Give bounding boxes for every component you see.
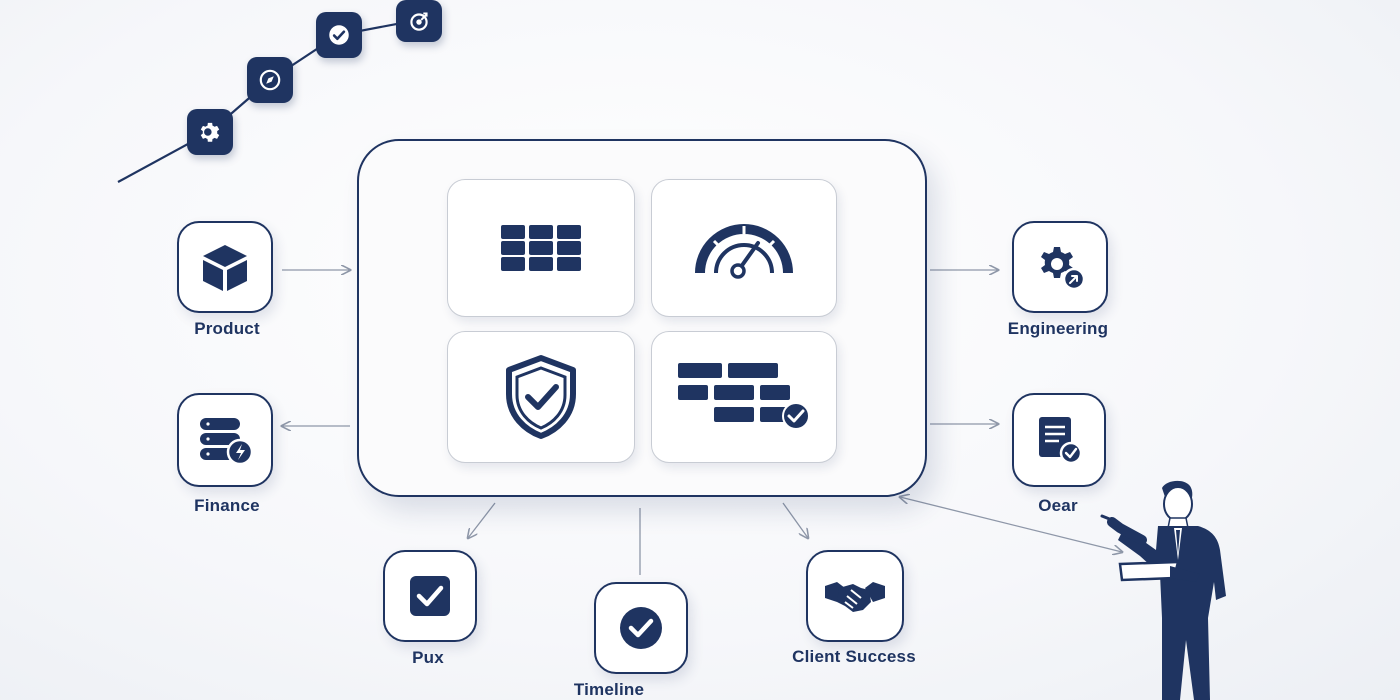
connector-client-success bbox=[782, 502, 808, 538]
presenter-arm-pointing bbox=[1107, 517, 1147, 545]
step-target bbox=[396, 0, 442, 42]
document-check-icon bbox=[1039, 417, 1083, 465]
brick-wall-check-icon bbox=[678, 363, 810, 430]
gear-badge-icon bbox=[1041, 247, 1086, 291]
node-engineering[interactable] bbox=[1012, 221, 1108, 313]
gear-icon bbox=[200, 122, 220, 142]
step-gear bbox=[187, 109, 233, 155]
node-timeline[interactable] bbox=[594, 582, 688, 674]
target-icon bbox=[410, 12, 428, 31]
shield-check-icon bbox=[506, 355, 576, 439]
label-oear: Oear bbox=[1038, 496, 1078, 515]
hub-tile-brick-wall[interactable] bbox=[651, 331, 837, 463]
connector-presenter bbox=[900, 497, 1122, 552]
hub-tile-grid[interactable] bbox=[447, 179, 635, 317]
connector-pux bbox=[468, 502, 496, 538]
hub-panel bbox=[357, 139, 927, 497]
node-oear[interactable] bbox=[1012, 393, 1106, 487]
hub-tile-shield[interactable] bbox=[447, 331, 635, 463]
check-icon bbox=[329, 25, 349, 45]
label-finance: Finance bbox=[194, 496, 260, 515]
database-bolt-icon bbox=[200, 418, 254, 466]
step-check bbox=[316, 12, 362, 58]
node-client-success[interactable] bbox=[806, 550, 904, 642]
label-pux: Pux bbox=[412, 648, 444, 667]
node-finance[interactable] bbox=[177, 393, 273, 487]
presenter-head bbox=[1163, 486, 1193, 522]
presenter-figure bbox=[1100, 480, 1226, 700]
label-timeline: Timeline bbox=[573, 680, 645, 699]
hub-tile-speedometer[interactable] bbox=[651, 179, 837, 317]
handshake-icon bbox=[825, 582, 885, 612]
node-pux[interactable] bbox=[383, 550, 477, 642]
presenter-tablet bbox=[1118, 560, 1180, 582]
grid-icon bbox=[501, 225, 581, 271]
node-product[interactable] bbox=[177, 221, 273, 313]
step-compass bbox=[247, 57, 293, 103]
check-circle-icon bbox=[620, 607, 662, 649]
label-engineering: Engineering bbox=[1007, 319, 1109, 338]
compass-icon bbox=[259, 69, 281, 91]
cube-icon bbox=[203, 245, 247, 291]
label-product: Product bbox=[194, 319, 260, 338]
speedometer-icon bbox=[695, 224, 793, 279]
checkbox-icon bbox=[410, 576, 450, 616]
presenter-legs bbox=[1162, 618, 1210, 700]
presenter-pen bbox=[1100, 514, 1114, 522]
label-client-success: Client Success bbox=[792, 647, 916, 666]
